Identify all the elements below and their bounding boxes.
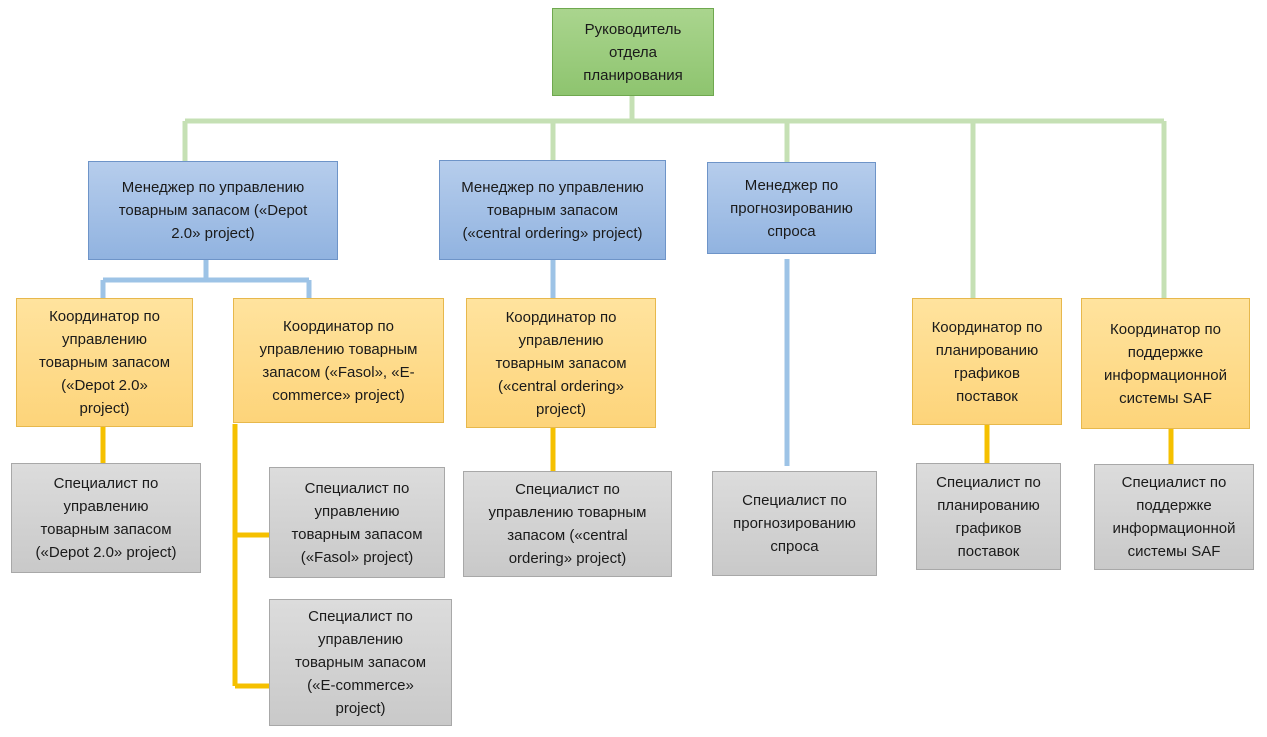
manager-demand-forecasting: Менеджер по прогнозированию спроса [707, 162, 876, 254]
green-connectors [182, 95, 1167, 299]
specialist-depot: Специалист по управлению товарным запасо… [11, 463, 201, 573]
specialist-central-ordering: Специалист по управлению товарным запасо… [463, 471, 672, 577]
specialist-delivery-schedule: Специалист по планированию графиков пост… [916, 463, 1061, 570]
specialist-saf-support: Специалист по поддержке информационной с… [1094, 464, 1254, 570]
yellow-connectors [100, 424, 1174, 689]
head-planning-department: Руководитель отдела планирования [552, 8, 714, 96]
coordinator-saf-support: Координатор по поддержке информационной … [1081, 298, 1250, 429]
coordinator-fasol-ecommerce: Координатор по управлению товарным запас… [233, 298, 444, 423]
specialist-demand-forecasting: Специалист по прогнозированию спроса [712, 471, 877, 576]
specialist-ecommerce: Специалист по управлению товарным запасо… [269, 599, 452, 726]
blue-connectors [100, 259, 790, 466]
specialist-fasol: Специалист по управлению товарным запасо… [269, 467, 445, 578]
manager-depot: Менеджер по управлению товарным запасом … [88, 161, 338, 260]
coordinator-central-ordering: Координатор по управлению товарным запас… [466, 298, 656, 428]
coordinator-depot: Координатор по управлению товарным запас… [16, 298, 193, 427]
coordinator-delivery-schedule: Координатор по планированию графиков пос… [912, 298, 1062, 425]
manager-central-ordering: Менеджер по управлению товарным запасом … [439, 160, 666, 260]
